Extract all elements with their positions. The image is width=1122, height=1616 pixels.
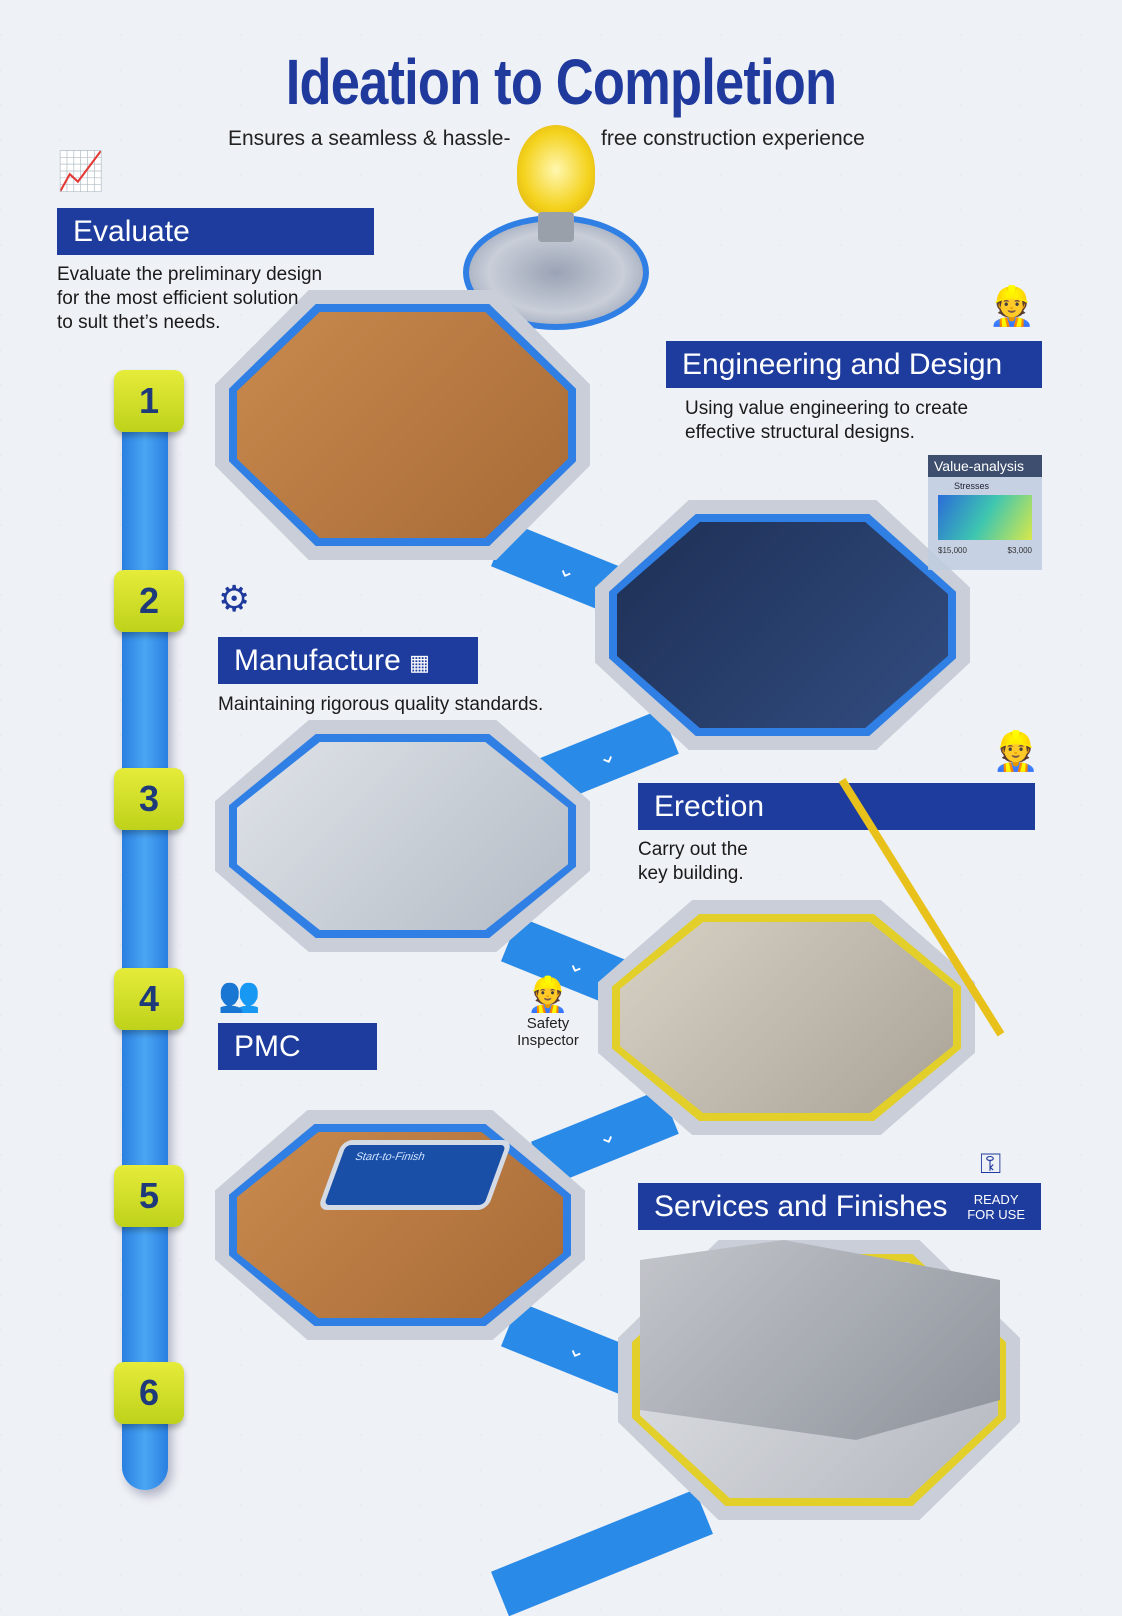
services-label: Services and Finishes xyxy=(654,1190,948,1223)
step-desc-manufacture: Maintaining rigorous quality standards. xyxy=(218,694,544,715)
step-desc-erection: Carry out the key building. xyxy=(638,838,748,886)
step-title-engineering: Engineering and Design xyxy=(666,341,1042,388)
step-title-pmc: PMC xyxy=(218,1023,377,1070)
value-analysis-title: Value-analysis xyxy=(928,455,1042,477)
step-badge-2: 2 xyxy=(114,570,184,632)
desc-line: for the most efficient solution xyxy=(57,288,299,309)
step-desc-engineering: Using value engineering to create effect… xyxy=(685,397,968,445)
panel-value-min: $15,000 xyxy=(938,546,967,555)
step-title-manufacture: Manufacture ▦ xyxy=(218,637,478,684)
safety-label-line: Inspector xyxy=(517,1032,579,1049)
stresses-label: Stresses xyxy=(954,481,990,491)
lightbulb-icon xyxy=(517,125,595,215)
safety-inspector-icon: 👷 xyxy=(526,976,570,1014)
desc-line: to sult thet’s needs. xyxy=(57,312,221,333)
desc-line: Carry out the xyxy=(638,839,748,860)
value-analysis-panel: Value-analysis Stresses $15,000 $3,000 xyxy=(928,455,1042,570)
team-icon: 👥 xyxy=(218,976,261,1014)
page-title: Ideation to Completion xyxy=(285,46,837,118)
engineer-chart-icon: 👷 xyxy=(988,286,1036,328)
desc-line: effective structural designs. xyxy=(685,422,915,443)
badge-line: READY xyxy=(973,1191,1019,1207)
platform-evaluate xyxy=(215,290,590,560)
step-title-evaluate: Evaluate xyxy=(57,208,374,255)
step-badge-3: 3 xyxy=(114,768,184,830)
pmc-screen: Start-to-Finish xyxy=(317,1140,513,1210)
blueprint-icon: ▦ xyxy=(409,650,430,675)
manufacture-label: Manufacture xyxy=(234,644,401,677)
step-badge-5: 5 xyxy=(114,1165,184,1227)
subtitle-left: Ensures a seamless & hassle- xyxy=(228,127,511,150)
lightbulb-base xyxy=(538,212,574,242)
timeline-rail xyxy=(122,380,168,1490)
step-desc-evaluate: Evaluate the preliminary design for the … xyxy=(57,263,322,335)
safety-inspector: 👷 Safety Inspector xyxy=(508,975,588,1049)
presentation-icon: 📈 xyxy=(57,151,105,193)
step-badge-4: 4 xyxy=(114,968,184,1030)
desc-line: key building. xyxy=(638,863,744,884)
gear-panel-icon: ⚙ xyxy=(218,578,251,619)
connector-out xyxy=(491,1489,713,1616)
finished-building xyxy=(640,1240,1000,1440)
desc-line: Using value engineering to create xyxy=(685,398,969,419)
key-icon: ⚿ xyxy=(980,1148,1002,1179)
desc-line: Evaluate the preliminary design xyxy=(57,264,323,285)
safety-label-line: Safety xyxy=(526,1015,570,1032)
subtitle-right: free construction experience xyxy=(601,127,865,150)
stress-plot xyxy=(938,495,1032,540)
platform-engineering xyxy=(595,500,970,750)
platform-manufacture xyxy=(215,720,590,952)
step-title-erection: Erection xyxy=(638,783,1035,830)
badge-line: FOR USE xyxy=(967,1206,1025,1222)
panel-value-max: $3,000 xyxy=(1007,546,1032,555)
step-badge-6: 6 xyxy=(114,1362,184,1424)
platform-erection xyxy=(598,900,975,1135)
engineer-icon: 👷 xyxy=(992,731,1040,773)
step-badge-1: 1 xyxy=(114,370,184,432)
